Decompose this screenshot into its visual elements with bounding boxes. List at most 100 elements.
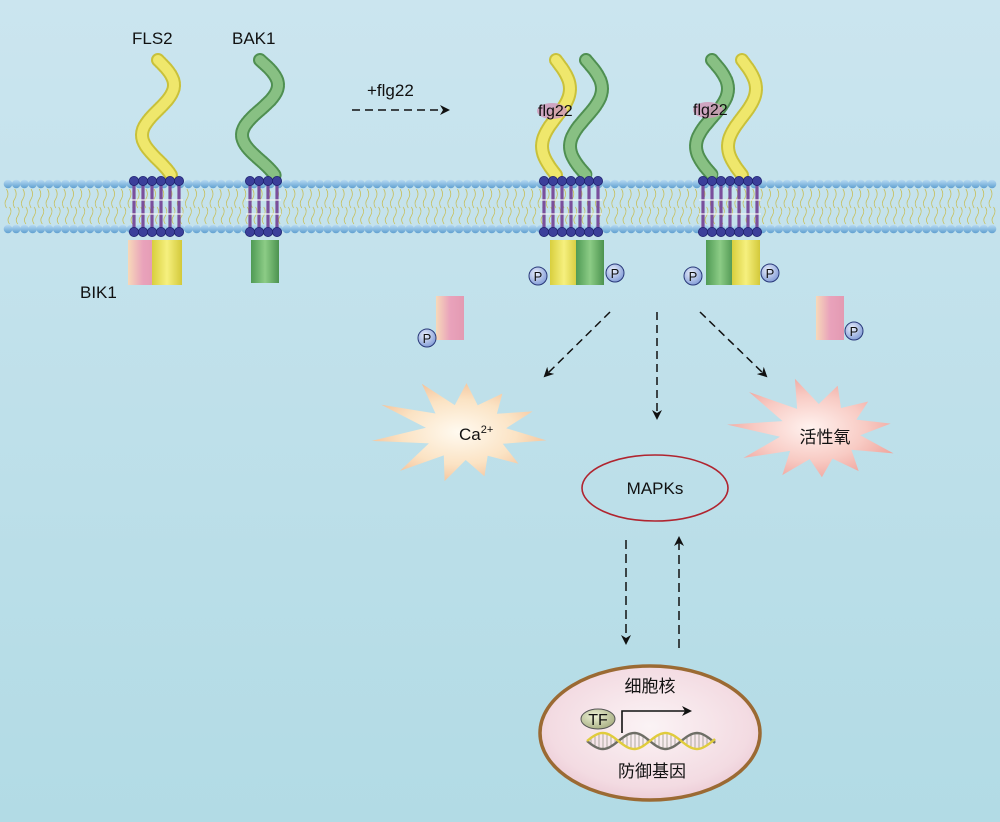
lipid-head-outer (979, 179, 989, 189)
lipid-head-outer (389, 179, 398, 189)
lipid-tail (554, 188, 558, 209)
lipid-tail (677, 188, 681, 209)
lipid-tail (923, 188, 927, 209)
tm-helix (257, 183, 261, 231)
lipid-tail (398, 188, 402, 209)
helix-cap-bottom (548, 226, 559, 237)
helix-cap-bottom (539, 226, 550, 237)
lipid-tail (581, 206, 586, 225)
lipid-tail (106, 206, 110, 225)
lipid-tail (778, 206, 783, 225)
lipid-tail (122, 206, 127, 225)
tm-helix (596, 183, 600, 231)
lipid-tail (803, 206, 807, 225)
tm-helix (159, 183, 163, 231)
lipid-head-outer (799, 179, 808, 189)
helix-cap-top (253, 175, 264, 186)
lipid-tail (988, 188, 993, 209)
lipid-tail (693, 188, 698, 209)
lipid-head-outer (331, 179, 341, 189)
helix-cap-bottom (707, 226, 718, 237)
signaling-arrows (543, 311, 768, 648)
lipid-head-outer (339, 179, 349, 189)
lipid-head-inner (643, 224, 652, 234)
lipid-tail (316, 188, 320, 209)
lipid-head-inner (61, 224, 70, 234)
lipid-tail (234, 188, 238, 209)
bak1-ectodomain (236, 55, 284, 180)
lipid-head-outer (774, 179, 784, 189)
lipid-tail (253, 206, 258, 225)
lipid-tail (688, 206, 692, 225)
tm-helix (168, 183, 172, 231)
phosphate-1: P (528, 266, 548, 286)
lipid-head-outer (659, 179, 669, 189)
bak1-ectodomain-active-1 (564, 55, 608, 180)
lipid-head-outer (356, 179, 365, 189)
lipid-head-inner (963, 224, 972, 234)
lipid-head-outer (823, 179, 833, 189)
lipid-tail (111, 188, 115, 209)
phosphate-3: P (683, 266, 703, 286)
lipid-tail (103, 188, 107, 209)
lipid-tail (516, 206, 520, 225)
lipid-tail (775, 188, 780, 209)
lipid-tail (4, 188, 9, 209)
helix-cap-bottom (244, 226, 255, 237)
lipid-head-outer (413, 179, 423, 189)
lipid-tail (483, 206, 487, 225)
lipid-tail (365, 188, 370, 209)
add-flg22-label: +flg22 (367, 81, 414, 100)
lipid-head-inner (782, 224, 792, 234)
lipid-tail (630, 206, 635, 225)
dna-strand-a (586, 731, 716, 751)
lipid-head-inner (3, 224, 13, 234)
lipid-head-inner (290, 224, 300, 234)
lipid-head-inner (438, 224, 447, 234)
lipid-head-inner (389, 224, 398, 234)
lipid-head-inner (216, 224, 226, 234)
lipid-head-outer (503, 179, 513, 189)
lipid-tail (45, 188, 50, 209)
tm-helix (248, 183, 252, 231)
calcium-burst: Ca2+ (371, 383, 547, 482)
lipid-head-inner (200, 224, 210, 234)
transcription-factor: TF (580, 708, 616, 730)
lipid-head-outer (446, 179, 456, 189)
lipid-tail (291, 188, 296, 209)
helix-cap-top (593, 175, 604, 186)
lipid-head-inner (462, 224, 472, 234)
complex2-tm-bundle (698, 175, 763, 237)
helix-cap-top (557, 175, 568, 186)
helix-cap-bottom (128, 226, 139, 237)
lipid-tail (37, 188, 42, 209)
lipid-head-outer (3, 179, 13, 189)
lipid-tail (811, 206, 815, 225)
helix-cap-top (725, 175, 736, 186)
helix-cap-top (566, 175, 577, 186)
lipid-tail (524, 206, 528, 225)
lipid-head-outer (938, 179, 948, 189)
lipid-tail (237, 206, 241, 225)
lipid-tail (217, 188, 222, 209)
phosphate-groups: P P P P P P (417, 263, 864, 348)
lipid-head-outer (831, 179, 841, 189)
lipid-head-inner (840, 224, 849, 234)
helix-cap-bottom (262, 226, 273, 237)
lipid-tail (619, 188, 624, 209)
helix-cap-top (164, 175, 175, 186)
tm-helix (755, 183, 759, 231)
lipid-tail (611, 188, 616, 209)
lipid-head-inner (413, 224, 423, 234)
phosphate-2: P (605, 263, 625, 283)
lipid-head-inner (372, 224, 382, 234)
lipid-tail (639, 206, 643, 225)
dna-helix (586, 731, 716, 751)
phosphate-4: P (760, 263, 780, 283)
fls2-tm-bundle (128, 175, 184, 237)
lipid-head-outer (118, 179, 128, 189)
lipid-head-outer (528, 179, 538, 189)
lipid-tail (384, 206, 389, 225)
lipid-tail (901, 206, 906, 225)
